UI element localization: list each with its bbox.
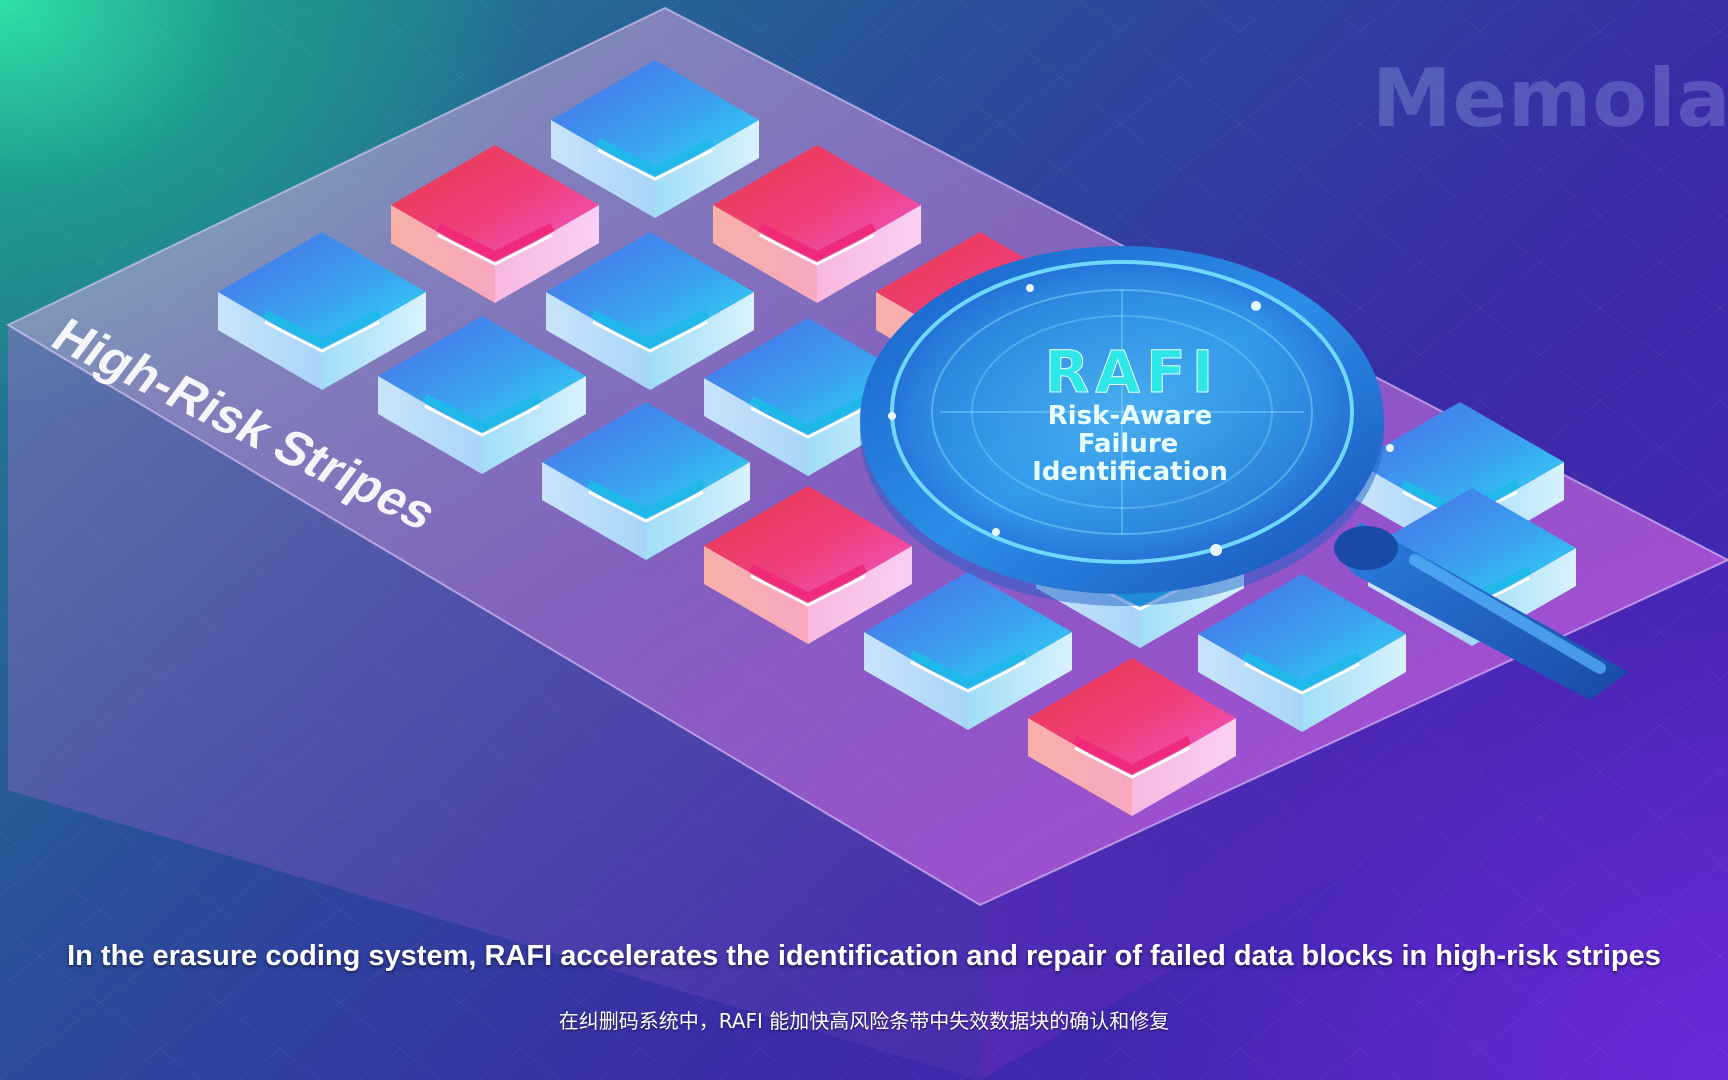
magnifier-handle (1334, 522, 1628, 700)
healthy-data-block (864, 572, 1072, 730)
healthy-data-block (546, 232, 754, 390)
rafi-line-2: Failure (1078, 429, 1179, 459)
healthy-data-block (218, 232, 426, 390)
healthy-data-block (542, 402, 750, 560)
healthy-data-block (704, 318, 912, 476)
rafi-title: RAFI (1045, 338, 1220, 406)
failed-data-block (704, 486, 912, 644)
healthy-data-block (551, 60, 759, 218)
failed-data-block (391, 145, 599, 303)
subtitle-english: In the erasure coding system, RAFI accel… (67, 940, 1661, 972)
rafi-line-3: Identification (1032, 457, 1228, 487)
healthy-data-block (1198, 574, 1406, 732)
subtitle-chinese: 在纠删码系统中，RAFI 能加快高风险条带中失效数据块的确认和修复 (558, 1009, 1170, 1033)
failed-data-block (713, 145, 921, 303)
magnifier: RAFI Risk-Aware Failure Identification (860, 246, 1628, 700)
memolab-watermark: Memolab (1372, 52, 1728, 145)
healthy-data-block (378, 316, 586, 474)
failed-data-block (1028, 658, 1236, 816)
rafi-line-1: Risk-Aware (1048, 401, 1213, 431)
